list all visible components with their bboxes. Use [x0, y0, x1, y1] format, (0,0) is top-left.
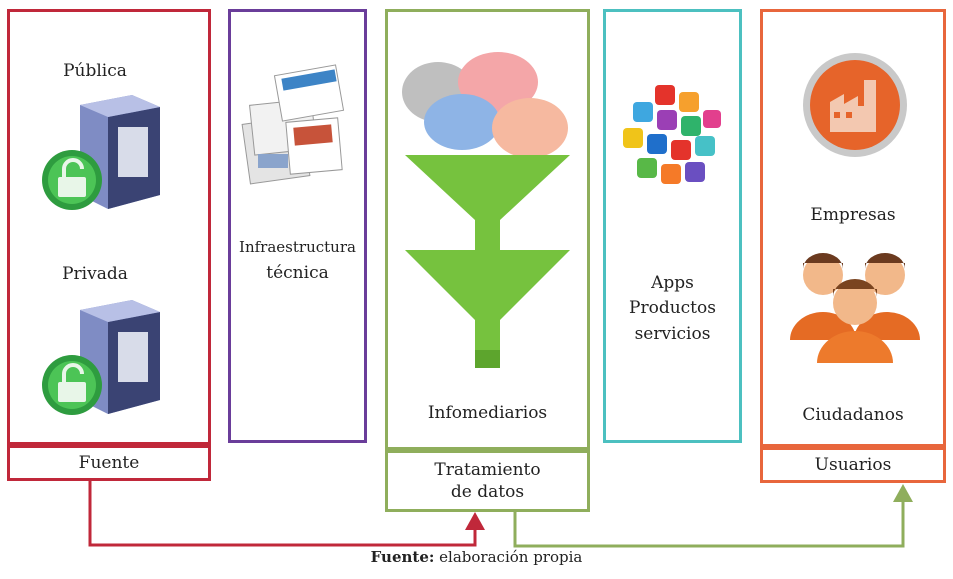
label-servicios: servicios — [634, 324, 711, 344]
funnel-filter-icon — [402, 52, 570, 368]
label-apps: Apps — [651, 273, 694, 293]
people-group-icon — [790, 253, 920, 363]
factory-icon — [803, 53, 907, 157]
label-infraestructura: Infraestructura — [239, 238, 356, 256]
webpages-icon — [241, 64, 345, 185]
arrowhead-red — [465, 512, 485, 530]
label-tecnica: técnica — [266, 263, 329, 283]
arrowhead-green — [893, 484, 913, 502]
caption-usuarios: Usuarios — [760, 447, 946, 483]
server-lock-icon — [42, 95, 160, 210]
label-productos: Productos — [629, 298, 716, 318]
label-ciudadanos: Ciudadanos — [802, 405, 904, 425]
label-empresas: Empresas — [810, 205, 896, 225]
figure-source-note: Fuente: elaboración propia — [0, 548, 953, 566]
caption-tratamiento: Tratamiento de datos — [385, 450, 590, 512]
label-publica: Pública — [63, 61, 127, 81]
panel-apps — [603, 9, 742, 443]
label-infomediarios: Infomediarios — [427, 403, 548, 423]
panel-infraestructura — [228, 9, 367, 443]
arrow-fuente-to-tratamiento — [88, 481, 477, 547]
caption-tratamiento-line2: de datos — [450, 482, 525, 502]
caption-fuente: Fuente — [7, 445, 211, 481]
panel-usuarios — [760, 9, 946, 447]
footer-bold: Fuente: — [370, 548, 435, 566]
app-icons-cluster — [623, 85, 721, 184]
caption-tratamiento-line1: Tratamiento — [434, 460, 541, 480]
arrow-tratamiento-to-usuarios — [513, 500, 905, 548]
label-privada: Privada — [62, 264, 128, 284]
footer-text: elaboración propia — [434, 548, 583, 566]
server-lock-icon — [42, 300, 160, 415]
